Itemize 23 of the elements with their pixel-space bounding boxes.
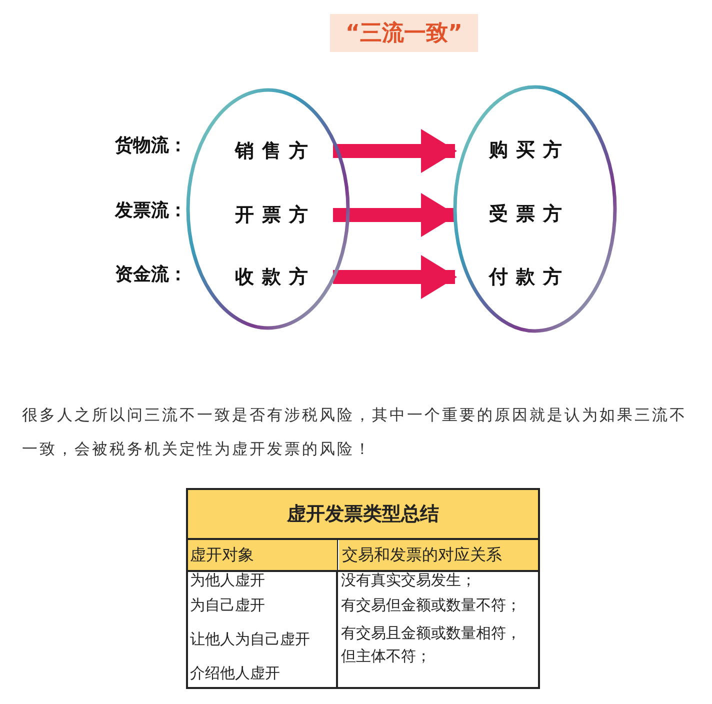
- table-cell-text: 有交易但金额或数量不符；: [341, 596, 521, 615]
- row-label: 货物流：: [115, 134, 187, 157]
- paragraph: 很多人之所以问三流不一致是否有涉税风险，其中一个重要的原因就是认为如果三流不一致，会被税务机关定性为虚开发票的风险！: [22, 405, 688, 460]
- table-cell-text: 有交易且金额或数量相符，但主体不符；: [341, 623, 522, 667]
- header-cell: 虚开对象: [188, 540, 337, 570]
- table-cell-text: 没有真实交易发生；: [341, 571, 476, 590]
- table-cell-text: 让他人为自己虚开: [190, 630, 310, 649]
- table-cell-text: 为他人虚开: [190, 571, 265, 590]
- table-cell-text: 为自己虚开: [190, 596, 265, 615]
- table-title-cell: 虚开发票类型总结: [188, 490, 538, 538]
- party-label: 开票方: [235, 200, 333, 230]
- party-label: 收款方: [235, 262, 333, 292]
- party-label: 付款方: [455, 262, 570, 292]
- arrow: [333, 255, 457, 299]
- party-label: 购买方: [455, 135, 570, 165]
- party-label: 销售方: [235, 136, 333, 166]
- row-label: 资金流：: [115, 263, 187, 286]
- table-cell-text: 介绍他人虚开: [190, 664, 280, 683]
- party-label: 受票方: [455, 199, 570, 229]
- header-cell: 交易和发票的对应关系: [339, 540, 538, 570]
- row-label: 发票流：: [115, 199, 187, 222]
- arrow: [333, 129, 457, 173]
- title: “三流一致”: [330, 14, 478, 52]
